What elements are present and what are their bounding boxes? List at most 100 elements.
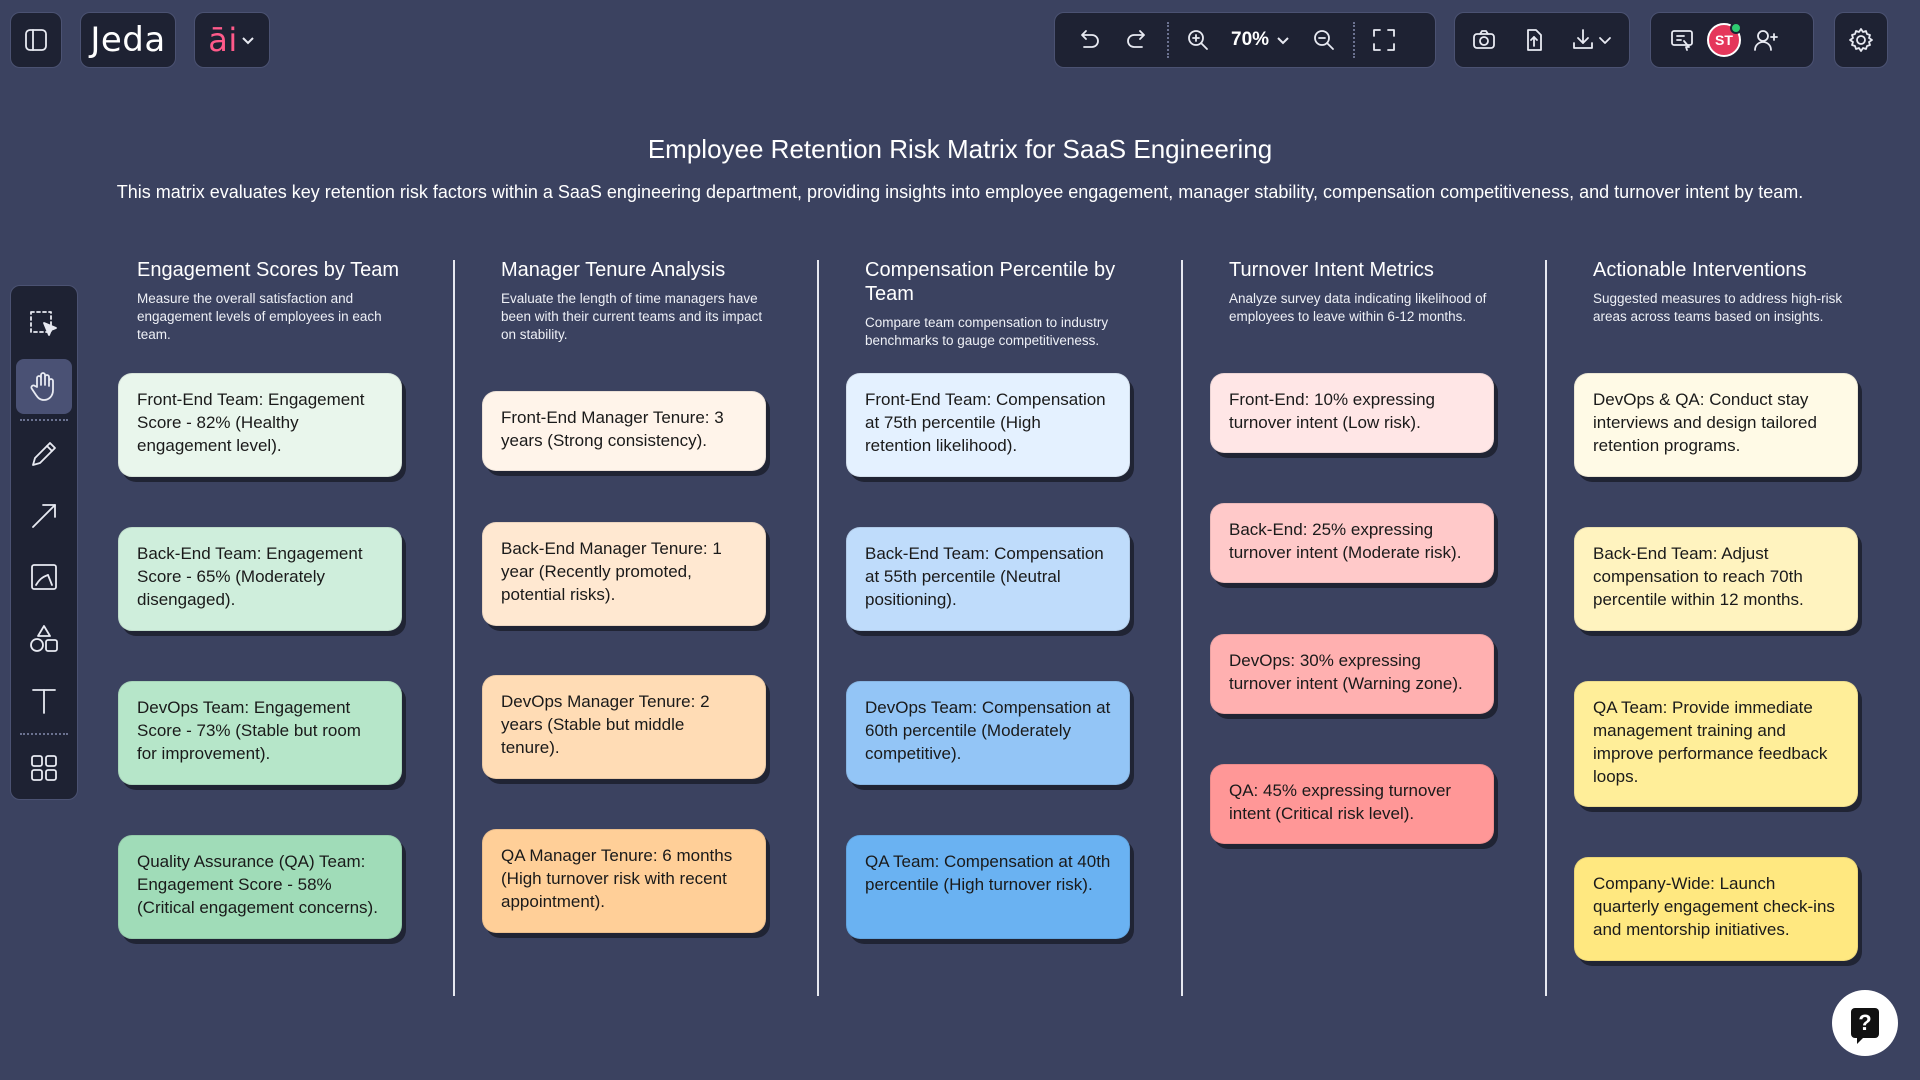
chevron-down-icon bbox=[1599, 37, 1611, 44]
settings-button[interactable] bbox=[1836, 15, 1886, 65]
image-tool[interactable] bbox=[16, 550, 72, 606]
shapes-icon bbox=[30, 625, 58, 652]
zoom-in-button[interactable] bbox=[1173, 15, 1223, 65]
ai-label: āi bbox=[208, 21, 238, 59]
add-user-icon bbox=[1754, 30, 1778, 51]
user-avatar[interactable]: ST bbox=[1707, 22, 1742, 57]
gear-icon bbox=[1849, 28, 1873, 52]
sidebar-toggle-group bbox=[10, 12, 62, 68]
sticky-note[interactable]: QA Team: Provide immediate management tr… bbox=[1574, 681, 1858, 807]
sticky-note[interactable]: QA Manager Tenure: 6 months (High turnov… bbox=[482, 829, 766, 933]
redo-button[interactable] bbox=[1113, 15, 1163, 65]
sticky-note[interactable]: Front-End Manager Tenure: 3 years (Stron… bbox=[482, 391, 766, 471]
sticky-note[interactable]: Company-Wide: Launch quarterly engagemen… bbox=[1574, 857, 1858, 961]
sticky-note[interactable]: Back-End Manager Tenure: 1 year (Recentl… bbox=[482, 522, 766, 626]
sticky-note[interactable]: Back-End Team: Adjust compensation to re… bbox=[1574, 527, 1858, 631]
sticky-note[interactable]: Back-End Team: Compensation at 55th perc… bbox=[846, 527, 1130, 631]
tool-palette bbox=[10, 285, 78, 800]
zoom-out-button[interactable] bbox=[1299, 15, 1349, 65]
sticky-note[interactable]: Back-End Team: Engagement Score - 65% (M… bbox=[118, 527, 402, 631]
sticky-note[interactable]: DevOps Team: Engagement Score - 73% (Sta… bbox=[118, 681, 402, 785]
toolbar-separator bbox=[1353, 22, 1356, 58]
chevron-down-icon bbox=[1277, 37, 1289, 45]
column-divider bbox=[1181, 260, 1183, 996]
column-interventions: Actionable Interventions Suggested measu… bbox=[1567, 258, 1897, 326]
camera-icon bbox=[1473, 30, 1495, 49]
column-heading[interactable]: Actionable Interventions bbox=[1593, 259, 1807, 281]
pen-tool[interactable] bbox=[16, 426, 72, 482]
ai-menu-group: āi bbox=[194, 12, 270, 68]
sticky-note[interactable]: Front-End Team: Compensation at 75th per… bbox=[846, 373, 1130, 477]
column-description[interactable]: Evaluate the length of time managers hav… bbox=[501, 291, 763, 342]
column-heading[interactable]: Compensation Percentile by Team bbox=[865, 259, 1116, 305]
column-heading[interactable]: Turnover Intent Metrics bbox=[1229, 259, 1434, 281]
shapes-tool[interactable] bbox=[16, 611, 72, 667]
settings-group bbox=[1834, 12, 1888, 68]
fullscreen-icon bbox=[1373, 29, 1395, 51]
column-heading[interactable]: Manager Tenure Analysis bbox=[501, 259, 726, 281]
invite-user-button[interactable] bbox=[1741, 15, 1791, 65]
zoom-level-dropdown[interactable]: 70% bbox=[1223, 29, 1299, 51]
history-zoom-toolbar: 70% bbox=[1054, 12, 1436, 68]
column-manager-tenure: Manager Tenure Analysis Evaluate the len… bbox=[475, 258, 805, 344]
upload-button[interactable] bbox=[1509, 15, 1559, 65]
sticky-note[interactable]: Front-End: 10% expressing turnover inten… bbox=[1210, 373, 1494, 453]
upload-icon bbox=[1527, 29, 1542, 51]
column-compensation: Compensation Percentile by Team Compare … bbox=[839, 258, 1169, 350]
arrow-tool[interactable] bbox=[16, 488, 72, 544]
zoom-level: 70% bbox=[1231, 29, 1270, 50]
help-button[interactable]: ? bbox=[1832, 990, 1898, 1056]
arrow-icon bbox=[32, 503, 56, 528]
screenshot-button[interactable] bbox=[1459, 15, 1509, 65]
app-logo-text: Jeda bbox=[90, 20, 166, 60]
download-button[interactable] bbox=[1559, 15, 1623, 65]
column-engagement: Engagement Scores by Team Measure the ov… bbox=[111, 258, 441, 344]
palette-separator bbox=[20, 419, 68, 422]
select-tool[interactable] bbox=[16, 297, 72, 353]
column-description[interactable]: Suggested measures to address high-risk … bbox=[1593, 291, 1843, 324]
sticky-note[interactable]: DevOps Manager Tenure: 2 years (Stable b… bbox=[482, 675, 766, 779]
column-heading[interactable]: Engagement Scores by Team bbox=[137, 259, 400, 281]
column-turnover-intent: Turnover Intent Metrics Analyze survey d… bbox=[1203, 258, 1533, 326]
zoom-in-icon bbox=[1188, 30, 1208, 50]
ai-menu-button[interactable]: āi bbox=[208, 21, 256, 59]
sticky-note[interactable]: QA Team: Compensation at 40th percentile… bbox=[846, 835, 1130, 939]
present-button[interactable] bbox=[1657, 15, 1707, 65]
redo-icon bbox=[1127, 30, 1145, 48]
sidebar-icon bbox=[25, 29, 47, 51]
column-description[interactable]: Compare team compensation to industry be… bbox=[865, 315, 1109, 348]
sticky-note[interactable]: DevOps & QA: Conduct stay interviews and… bbox=[1574, 373, 1858, 477]
column-divider bbox=[817, 260, 819, 996]
chevron-down-icon bbox=[242, 37, 254, 45]
user-initials: ST bbox=[1715, 32, 1733, 48]
sticky-note[interactable]: Quality Assurance (QA) Team: Engagement … bbox=[118, 835, 402, 939]
sticky-note[interactable]: Back-End: 25% expressing turnover intent… bbox=[1210, 503, 1494, 583]
sticky-note[interactable]: Front-End Team: Engagement Score - 82% (… bbox=[118, 373, 402, 477]
undo-button[interactable] bbox=[1063, 15, 1113, 65]
sticky-note[interactable]: DevOps: 30% expressing turnover intent (… bbox=[1210, 634, 1494, 714]
undo-icon bbox=[1081, 30, 1099, 48]
column-divider bbox=[453, 260, 455, 996]
palette-separator bbox=[20, 733, 68, 736]
apps-tool[interactable] bbox=[16, 740, 72, 796]
sidebar-toggle-button[interactable] bbox=[11, 15, 61, 65]
column-description[interactable]: Analyze survey data indicating likelihoo… bbox=[1229, 291, 1487, 324]
present-icon bbox=[1671, 30, 1693, 51]
export-toolbar bbox=[1454, 12, 1630, 68]
image-icon bbox=[31, 564, 57, 591]
hand-icon bbox=[30, 372, 54, 402]
select-icon bbox=[30, 310, 57, 336]
hand-tool[interactable] bbox=[16, 358, 72, 415]
fullscreen-button[interactable] bbox=[1359, 15, 1409, 65]
sticky-note[interactable]: DevOps Team: Compensation at 60th percen… bbox=[846, 681, 1130, 785]
sticky-note[interactable]: QA: 45% expressing turnover intent (Crit… bbox=[1210, 764, 1494, 844]
column-description[interactable]: Measure the overall satisfaction and eng… bbox=[137, 291, 382, 342]
board-description[interactable]: This matrix evaluates key retention risk… bbox=[116, 182, 1804, 202]
text-tool[interactable] bbox=[16, 673, 72, 729]
online-status-dot bbox=[1730, 22, 1742, 34]
download-icon bbox=[1573, 29, 1593, 49]
app-logo[interactable]: Jeda bbox=[90, 20, 165, 60]
pen-icon bbox=[32, 442, 56, 466]
help-icon: ? bbox=[1851, 1008, 1879, 1044]
board-title[interactable]: Employee Retention Risk Matrix for SaaS … bbox=[647, 134, 1273, 164]
